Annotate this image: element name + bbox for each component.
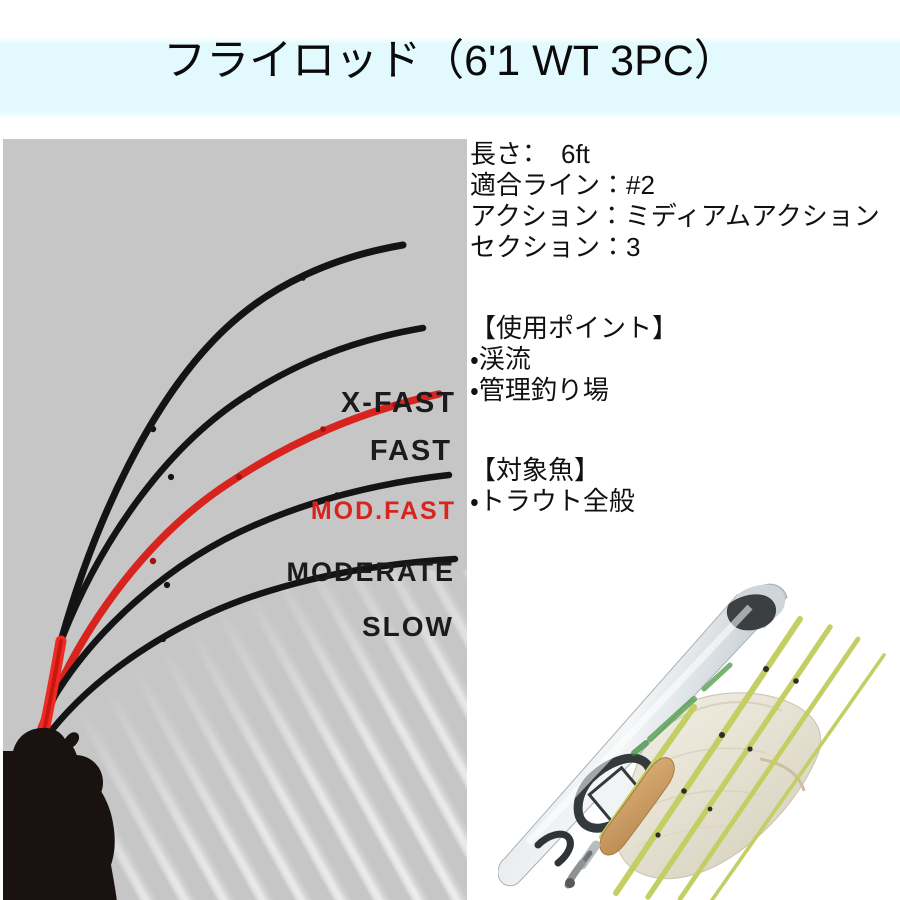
tube-brand-text [631,662,733,756]
action-label-mod-fast: MOD.FAST [310,497,456,525]
title-band [0,37,900,119]
curve-mod-fast [37,390,443,733]
target-fish-heading: 【対象魚】 [470,455,601,485]
target-fish-block: 【対象魚】 ・トラウト全般 [470,455,635,517]
action-label-x-fast: X-FAST [340,387,456,419]
usage-item: ・管理釣り場 [470,375,609,405]
page-title: フライロッド（6'1 WT 3PC） [163,37,737,85]
spec-line-weight: 適合ライン：#2 [470,170,655,200]
action-label-fast: FAST [369,435,452,467]
curve-fast [57,324,427,645]
curve-moderate [49,471,453,703]
product-photo-illustration [498,563,900,900]
usage-points-block: 【使用ポイント】 ・渓流 ・管理釣り場 [470,313,678,406]
specification-list: 長さ： 6ft 適合ライン：#2 アクション：ミディアムアクション セクション：… [470,139,880,263]
rod-action-curves [3,241,459,900]
rod-blank-sections [613,616,886,900]
action-label-moderate: MODERATE [286,557,455,587]
usage-heading: 【使用ポイント】 [470,313,679,343]
action-label-slow: SLOW [362,611,454,642]
band-fade-bottom [0,111,900,119]
spec-action: アクション：ミディアムアクション [470,201,880,231]
product-photo [498,563,900,900]
curve-x-fast [57,241,407,645]
rod-action-chart-panel: X-FAST FAST MOD.FAST MODERATE SLOW [3,139,467,900]
spec-length: 長さ： 6ft [470,139,590,169]
usage-item: ・渓流 [470,344,531,374]
target-fish-item: ・トラウト全般 [470,486,635,516]
curve-slow [47,555,459,735]
angler-silhouette-icon [3,727,117,900]
band-fade-top [0,37,900,44]
spec-sections: セクション：3 [470,232,641,262]
cork-grip-rod [564,704,697,889]
